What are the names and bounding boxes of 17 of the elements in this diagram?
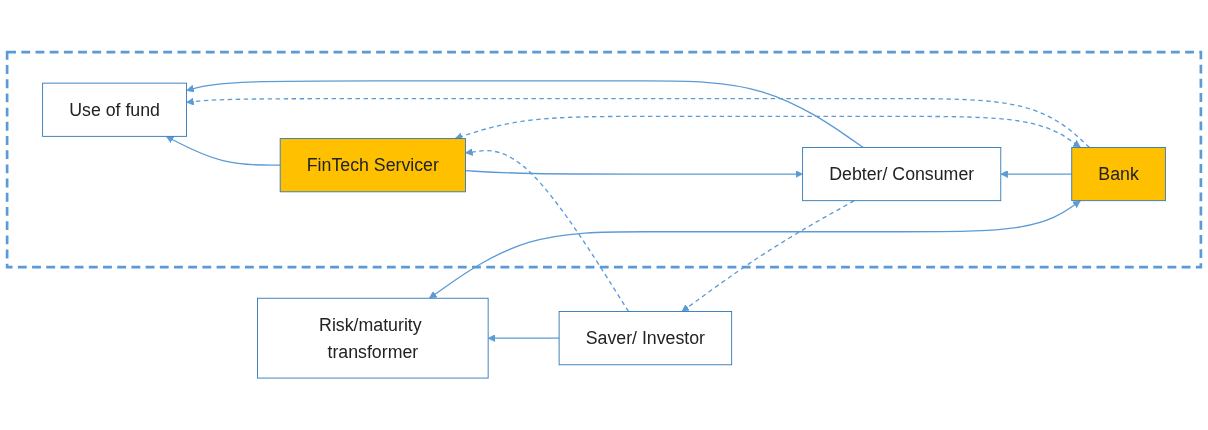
arrow bbox=[165, 135, 281, 166]
node-box: Use of fund bbox=[42, 82, 187, 137]
node-box: Debter/ Consumer bbox=[802, 146, 1002, 202]
arrow bbox=[454, 115, 1081, 148]
node-box: Bank bbox=[1071, 146, 1166, 202]
arrow bbox=[429, 200, 1081, 299]
node-box: FinTech Servicer bbox=[279, 138, 466, 193]
cluster bbox=[5, 50, 1203, 269]
arrow bbox=[681, 199, 855, 312]
arrow bbox=[186, 97, 1091, 149]
arrow bbox=[464, 169, 803, 178]
node-box: Risk/maturity transformer bbox=[257, 297, 489, 379]
node-box: Saver/ Investor bbox=[558, 311, 733, 366]
arrow bbox=[487, 334, 560, 342]
arrow bbox=[465, 148, 630, 313]
arrow bbox=[186, 80, 864, 149]
arrow bbox=[1000, 170, 1073, 178]
